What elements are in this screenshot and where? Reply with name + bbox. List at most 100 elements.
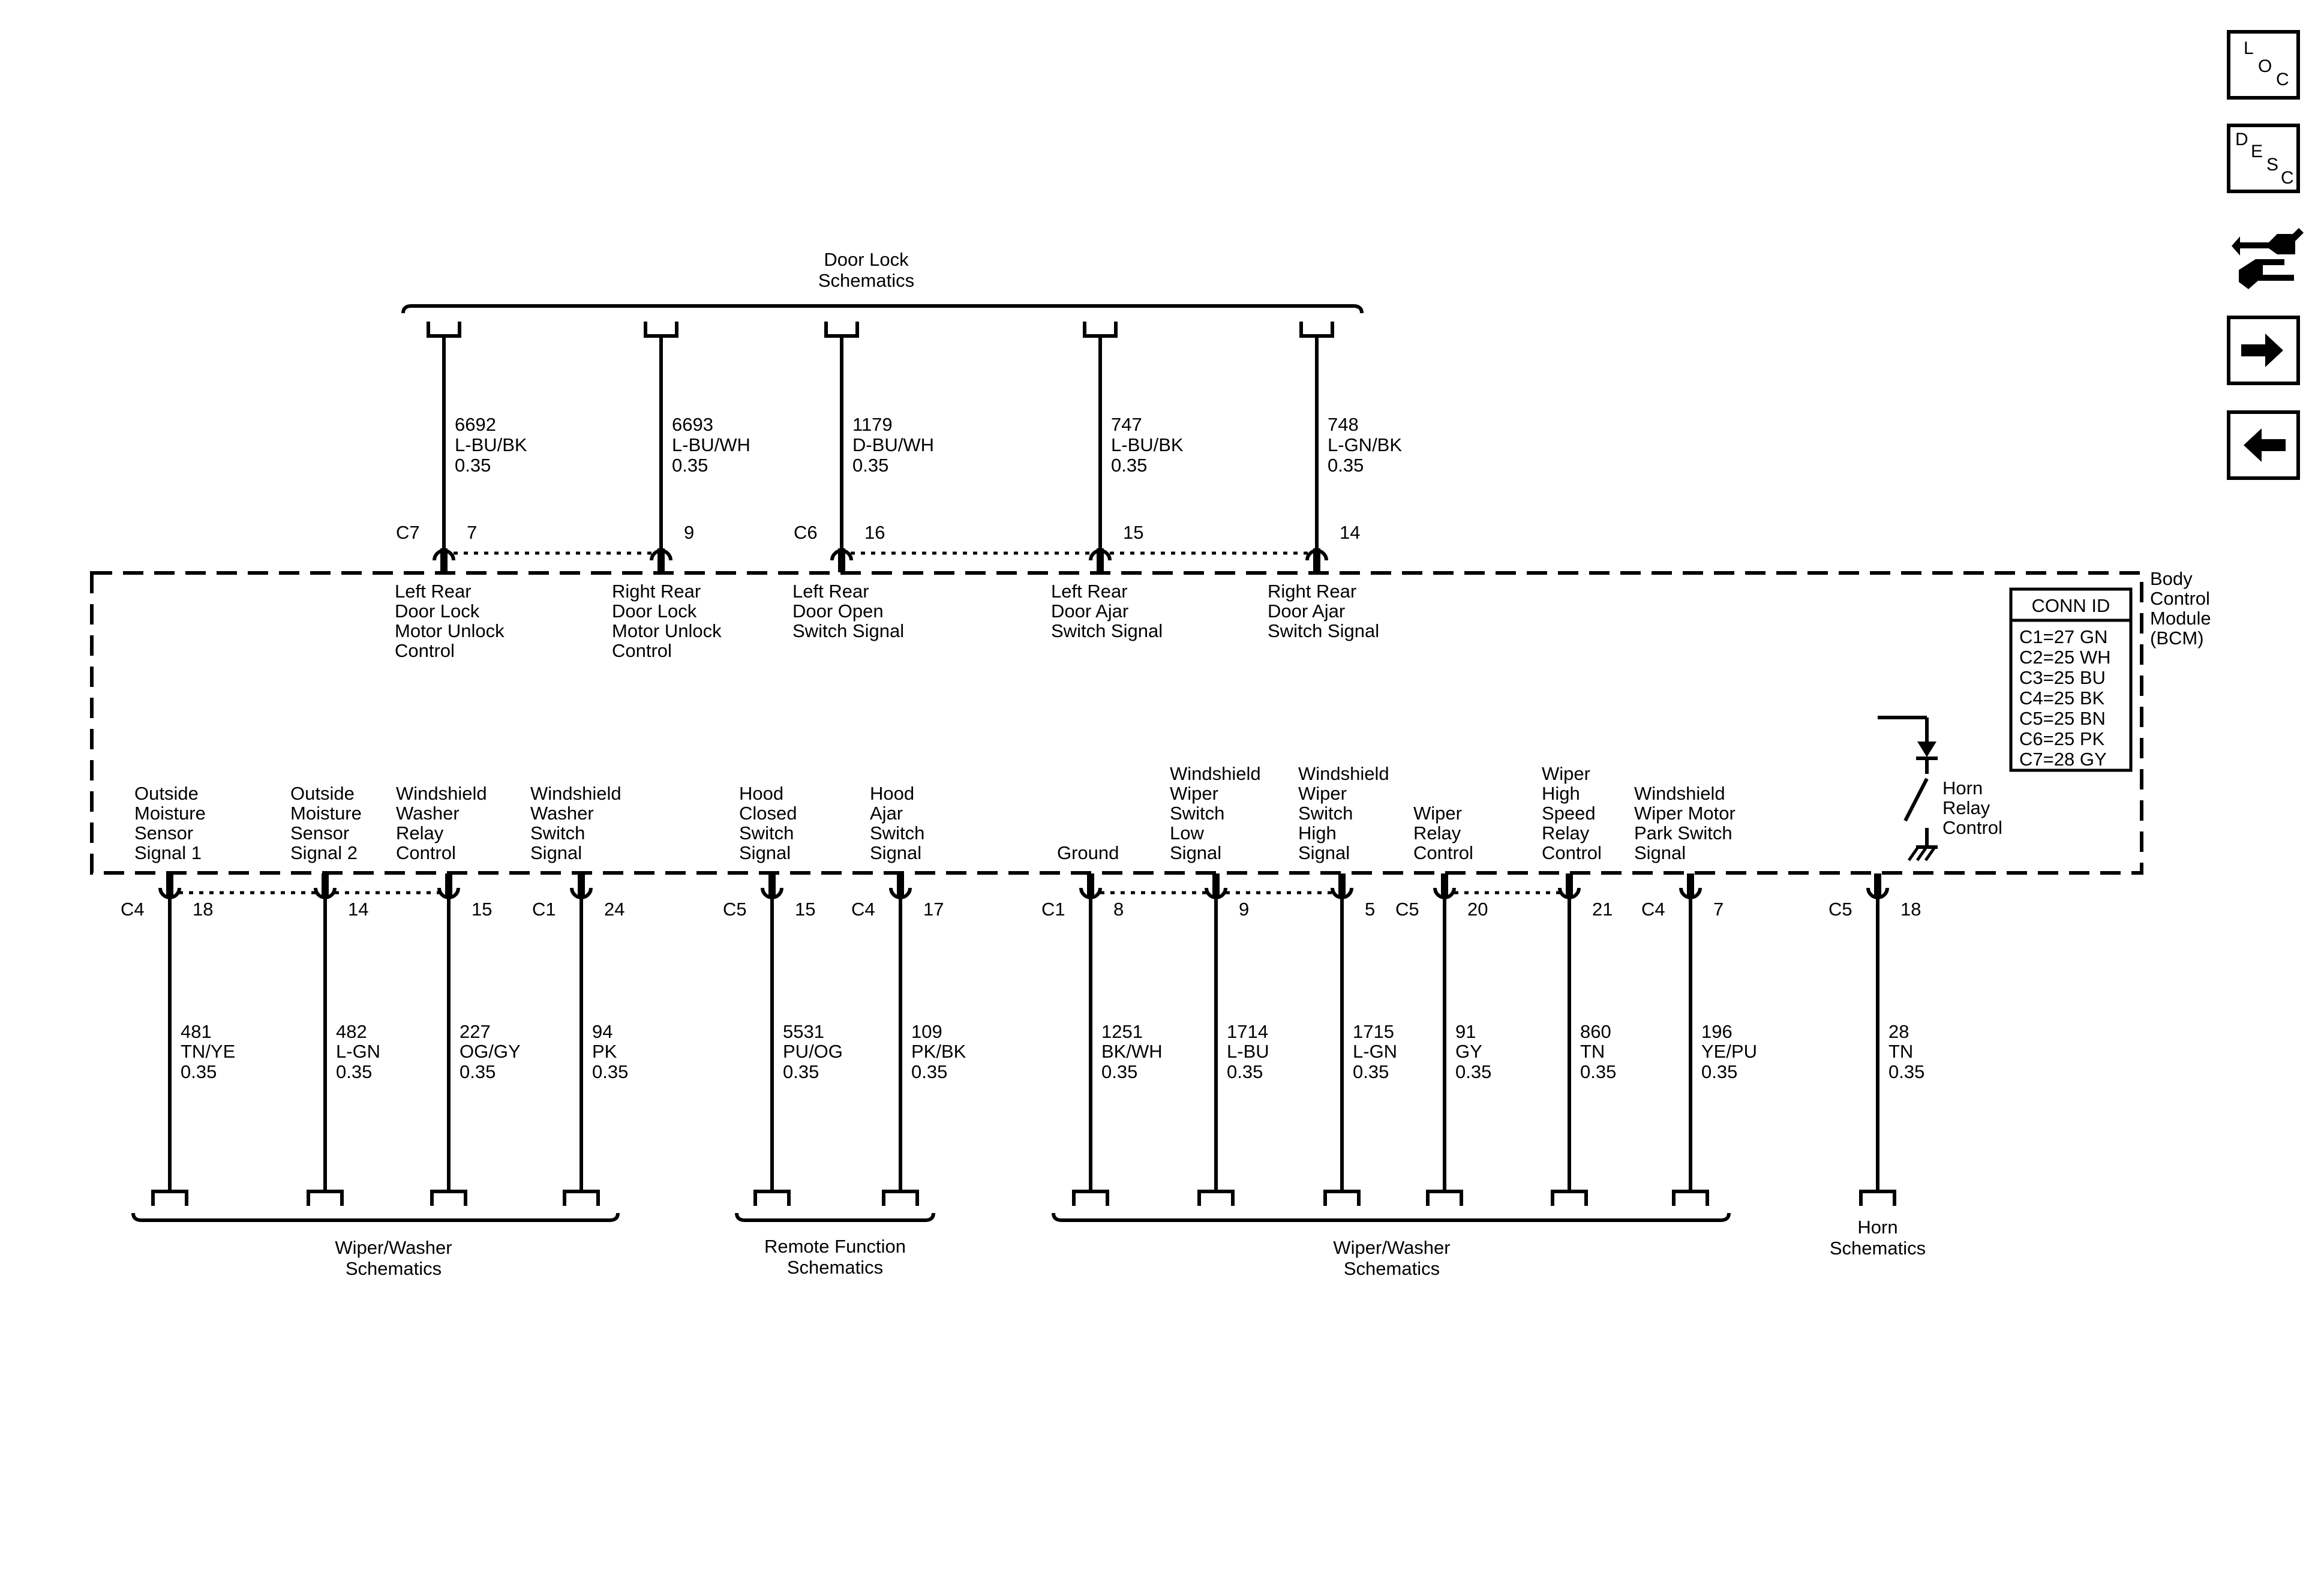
horn-relay-label: Horn: [1942, 778, 1983, 798]
schematics-label: Schematics: [1830, 1238, 1926, 1259]
pin-stub: [578, 873, 585, 897]
schematic-terminal: [1299, 322, 1334, 338]
pin-function-label: Sensor: [134, 822, 193, 843]
circuit-number: 5531: [783, 1021, 824, 1042]
schematic-terminal: [1859, 1190, 1896, 1206]
wire-gauge: 0.35: [1580, 1061, 1616, 1082]
wire-gauge: 0.35: [460, 1061, 496, 1082]
schematic-terminal: [427, 322, 461, 338]
pin-function-label: Right Rear: [1268, 581, 1356, 602]
horn-relay-label: Control: [1942, 817, 2002, 838]
schematics-label: Schematics: [787, 1257, 883, 1278]
pin-stub: [657, 548, 665, 572]
wire-gauge: 0.35: [911, 1061, 947, 1082]
pin-function-label: Outside: [134, 783, 199, 804]
conn-id-row: C3=25 BU: [2019, 667, 2106, 688]
pin-function-label: Ground: [1057, 842, 1119, 863]
schematic-terminal: [753, 1190, 791, 1206]
pin-number: 9: [684, 522, 694, 543]
schematic-terminal: [1083, 322, 1118, 338]
pin-stub: [1687, 873, 1694, 897]
back-button[interactable]: [2227, 410, 2300, 480]
wire-gauge: 0.35: [1111, 455, 1147, 476]
pin-number: 14: [1340, 522, 1360, 543]
pin-function-label: Switch Signal: [1051, 620, 1163, 641]
pin-function-label: Signal: [739, 842, 791, 863]
pin-function-label: Signal: [870, 842, 921, 863]
wire-color: L-GN: [336, 1041, 380, 1062]
schematic-terminal: [644, 322, 678, 338]
pin-stub: [768, 873, 776, 897]
pin-function-label: Door Ajar: [1268, 601, 1345, 622]
schematic-terminal: [1197, 1190, 1235, 1206]
circuit-number: 227: [460, 1021, 491, 1042]
module-name: Module: [2150, 608, 2211, 629]
wire-color: PK: [592, 1041, 617, 1062]
pin-function-label: Moisture: [290, 803, 362, 824]
pin-function-label: Moisture: [134, 803, 206, 824]
door-lock-schematics-label: Door Lock: [824, 249, 909, 270]
pin-function-label: Sensor: [290, 822, 349, 843]
conn-id-box: [2009, 587, 2133, 772]
pin-function-label: Wiper: [1542, 763, 1590, 784]
circuit-number: 1179: [852, 414, 893, 435]
pin-function-label: Switch: [530, 822, 585, 843]
conn-id-row: C4=25 BK: [2019, 688, 2105, 709]
pin-stub: [445, 873, 452, 897]
wire-color: TN: [1580, 1041, 1605, 1062]
pin-stub: [897, 873, 904, 897]
horn-relay-label: Relay: [1942, 797, 1990, 818]
desc-letter-c: C: [2281, 168, 2294, 188]
conn-id-row: C2=25 WH: [2019, 647, 2110, 668]
module-name: Control: [2150, 588, 2210, 609]
pin-function-label: Motor Unlock: [395, 620, 505, 641]
wire-color: L-BU/BK: [1111, 434, 1184, 455]
pin-function-label: Windshield: [1634, 783, 1725, 804]
connector-id: C1: [532, 899, 556, 920]
door-lock-schematics-bracket: [401, 304, 1364, 314]
pin-stub: [1566, 873, 1573, 897]
schematic-terminal: [307, 1190, 344, 1206]
pin-function-label: Switch: [1170, 803, 1224, 824]
schematics-label: Schematics: [346, 1258, 442, 1279]
wire-color: L-GN: [1353, 1041, 1397, 1062]
wire-gauge: 0.35: [336, 1061, 372, 1082]
schematics-label: Horn: [1857, 1217, 1897, 1238]
wire-color: OG/GY: [460, 1041, 521, 1062]
schematics-label: Remote Function: [764, 1236, 906, 1257]
pin-function-label: Switch Signal: [792, 620, 904, 641]
pin-function-label: Switch: [1298, 803, 1353, 824]
wire-color: L-BU/WH: [672, 434, 750, 455]
pin-function-label: Signal 1: [134, 842, 202, 863]
loc-button[interactable]: L O C: [2227, 30, 2300, 100]
pin-function-label: Washer: [396, 803, 460, 824]
connector-id: C5: [1395, 899, 1419, 920]
circuit-number: 109: [911, 1021, 942, 1042]
pin-number: 18: [1900, 899, 1921, 920]
pin-function-label: Outside: [290, 783, 355, 804]
pin-stub: [838, 548, 845, 572]
circuit-number: 94: [592, 1021, 612, 1042]
desc-button[interactable]: D E S C: [2227, 124, 2300, 193]
wire-gauge: 0.35: [592, 1061, 628, 1082]
desc-letter-e: E: [2251, 142, 2263, 161]
pin-function-label: Wiper: [1170, 783, 1218, 804]
schematic-terminal: [563, 1190, 600, 1206]
pin-function-label: Switch: [870, 822, 924, 843]
pin-number: 9: [1239, 899, 1249, 920]
pin-number: 15: [472, 899, 492, 920]
next-button[interactable]: [2227, 316, 2300, 385]
wire-gauge: 0.35: [783, 1061, 819, 1082]
pin-number: 5: [1365, 899, 1375, 920]
wire-color: YE/PU: [1701, 1041, 1757, 1062]
module-name: (BCM): [2150, 628, 2204, 649]
pin-number: 15: [1123, 522, 1143, 543]
wire-gauge: 0.35: [1328, 455, 1364, 476]
wire-color: PU/OG: [783, 1041, 843, 1062]
schematics-label: Wiper/Washer: [335, 1237, 452, 1258]
wire-gauge: 0.35: [455, 455, 491, 476]
pin-function-label: Signal: [1298, 842, 1350, 863]
pin-function-label: Wiper Motor: [1634, 803, 1736, 824]
connector-icon[interactable]: [2227, 217, 2305, 295]
